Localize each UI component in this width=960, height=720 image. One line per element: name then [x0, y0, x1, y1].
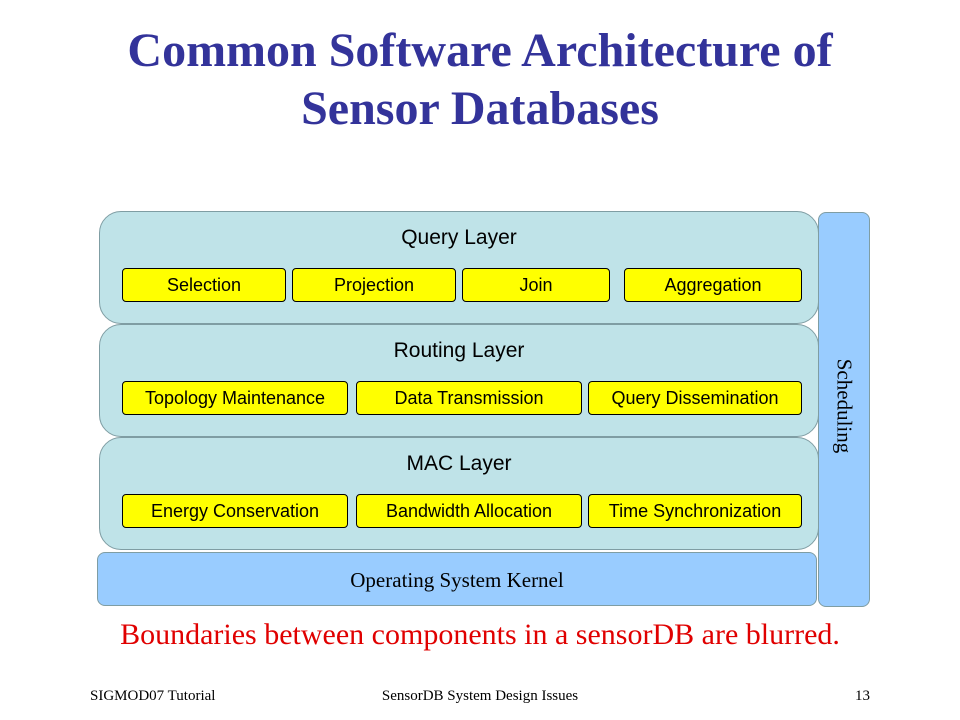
topology-maintenance-component: Topology Maintenance: [122, 381, 348, 415]
os-kernel-label: Operating System Kernel: [350, 568, 564, 592]
query-layer-title: Query Layer: [401, 226, 517, 249]
join-component: Join: [462, 268, 610, 302]
slide-title: Common Software Architecture of Sensor D…: [30, 22, 930, 138]
bandwidth-allocation-component: Bandwidth Allocation: [356, 494, 582, 528]
query-layer: Query Layer Selection Projection Join Ag…: [99, 211, 819, 324]
slide-title-line-1: Common Software Architecture of: [127, 24, 833, 77]
query-dissemination-component: Query Dissemination: [588, 381, 802, 415]
scheduling-box: Scheduling: [818, 212, 870, 607]
routing-layer: Routing Layer Topology Maintenance Data …: [99, 324, 819, 437]
aggregation-component: Aggregation: [624, 268, 802, 302]
os-kernel-box: Operating System Kernel: [97, 552, 817, 606]
footer-left: SIGMOD07 Tutorial: [90, 688, 216, 704]
time-synchronization-component: Time Synchronization: [588, 494, 802, 528]
slide-title-line-2: Sensor Databases: [301, 82, 659, 135]
scheduling-label: Scheduling: [832, 358, 857, 454]
projection-component: Projection: [292, 268, 456, 302]
footer-center: SensorDB System Design Issues: [381, 688, 579, 704]
data-transmission-component: Data Transmission: [356, 381, 582, 415]
selection-component: Selection: [122, 268, 286, 302]
blurred-boundaries-note: Boundaries between components in a senso…: [120, 618, 840, 651]
mac-layer: MAC Layer Energy Conservation Bandwidth …: [99, 437, 819, 550]
routing-layer-title: Routing Layer: [393, 339, 525, 362]
page-number: 13: [855, 688, 870, 704]
energy-conservation-component: Energy Conservation: [122, 494, 348, 528]
mac-layer-title: MAC Layer: [406, 452, 512, 475]
